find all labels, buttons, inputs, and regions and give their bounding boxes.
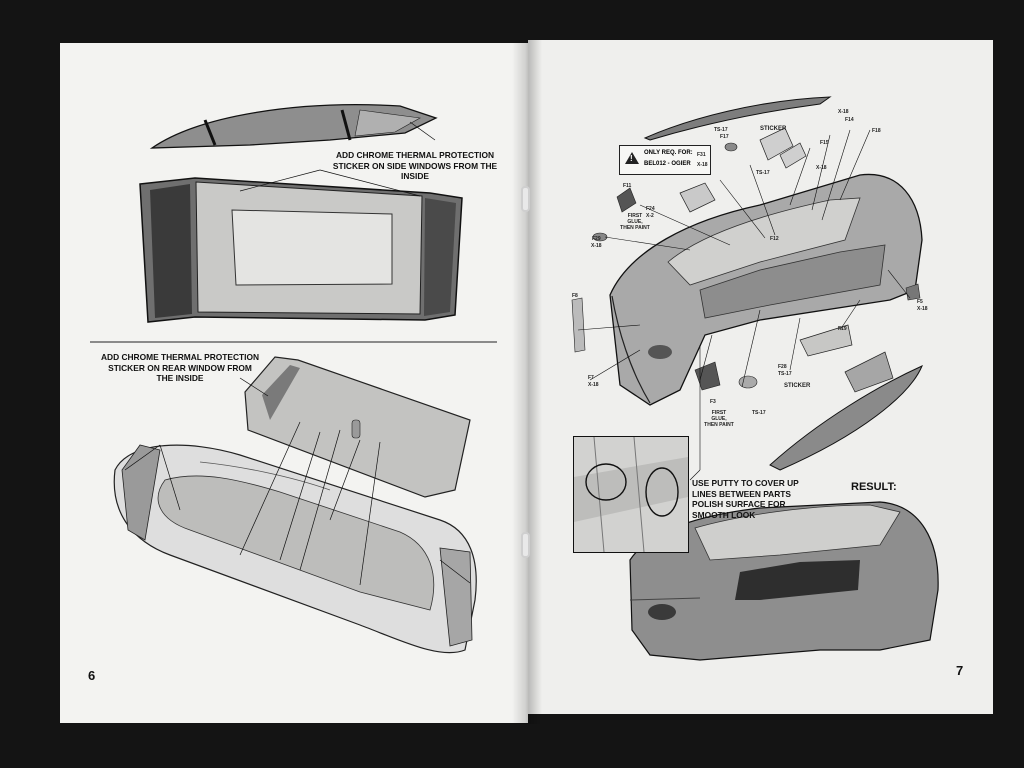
callout-f15: F15 [820, 140, 829, 146]
callout-f31: F31 [697, 152, 706, 158]
callout-x18-f: X-18 [917, 306, 928, 312]
note-rear-window: ADD CHROME THERMAL PROTECTION STICKER ON… [100, 352, 260, 383]
callout-x18-c: X-18 [697, 162, 708, 168]
callout-x18-a: X-18 [838, 109, 849, 115]
finished-body-result [629, 501, 939, 661]
callout-f8: F8 [572, 293, 578, 299]
callout-x18-e: X-18 [588, 382, 599, 388]
callout-ts17-c: TS-17 [778, 371, 792, 377]
callout-f29: F29 [592, 236, 601, 242]
warning-line-1: ONLY REQ. FOR: [644, 150, 693, 156]
callout-f17: F17 [720, 134, 729, 140]
note-first-glue-top: FIRST GLUE, THEN PAINT [620, 213, 650, 231]
staple-top [521, 186, 530, 212]
warning-icon [625, 152, 639, 164]
callout-ts17-b: TS-17 [756, 170, 770, 176]
callout-f19: F19 [838, 326, 847, 332]
callout-f14: F14 [845, 117, 854, 123]
windscreen-part [139, 177, 463, 323]
sticker-label-top: STICKER [760, 126, 787, 132]
detail-inset-drawing [574, 437, 688, 552]
callout-f28: F28 [778, 364, 787, 370]
windscreen-strip-part [643, 96, 832, 141]
callout-f7: F7 [588, 375, 594, 381]
callout-ts17-d: TS-17 [752, 410, 766, 416]
callout-f11: F11 [623, 183, 632, 189]
part-roof-vent [759, 127, 794, 161]
rear-window-strip-part [769, 365, 923, 471]
detail-inset-putty [573, 436, 689, 553]
callout-f12: F12 [770, 236, 779, 242]
note-first-glue-bottom: FIRST GLUE, THEN PAINT [704, 410, 734, 428]
page-number-right: 7 [956, 663, 964, 678]
callout-f18: F18 [872, 128, 881, 134]
warning-line-2: BEL012 - OGIER [644, 161, 691, 167]
staple-bottom [521, 532, 530, 558]
callout-f24: F24 [646, 206, 655, 212]
page-gutter [512, 40, 542, 724]
callout-f5: F5 [917, 299, 923, 305]
page-number-left: 6 [88, 668, 96, 683]
callout-ts17-a: TS-17 [714, 127, 728, 133]
note-putty: USE PUTTY TO COVER UP LINES BETWEEN PART… [692, 478, 799, 520]
body-shell-exploded-view [609, 173, 923, 406]
callout-x2: X-2 [646, 213, 654, 219]
callout-x18-d: X-18 [591, 243, 602, 249]
callout-x18-b: X-18 [816, 165, 827, 171]
result-label: RESULT: [851, 481, 897, 493]
callout-f3: F3 [710, 399, 716, 405]
body-shell-top-view [113, 444, 477, 654]
note-side-windows: ADD CHROME THERMAL PROTECTION STICKER ON… [332, 150, 498, 181]
warning-box: ONLY REQ. FOR: BEL012 - OGIER [619, 145, 711, 175]
sticker-label-bottom: STICKER [784, 383, 811, 389]
